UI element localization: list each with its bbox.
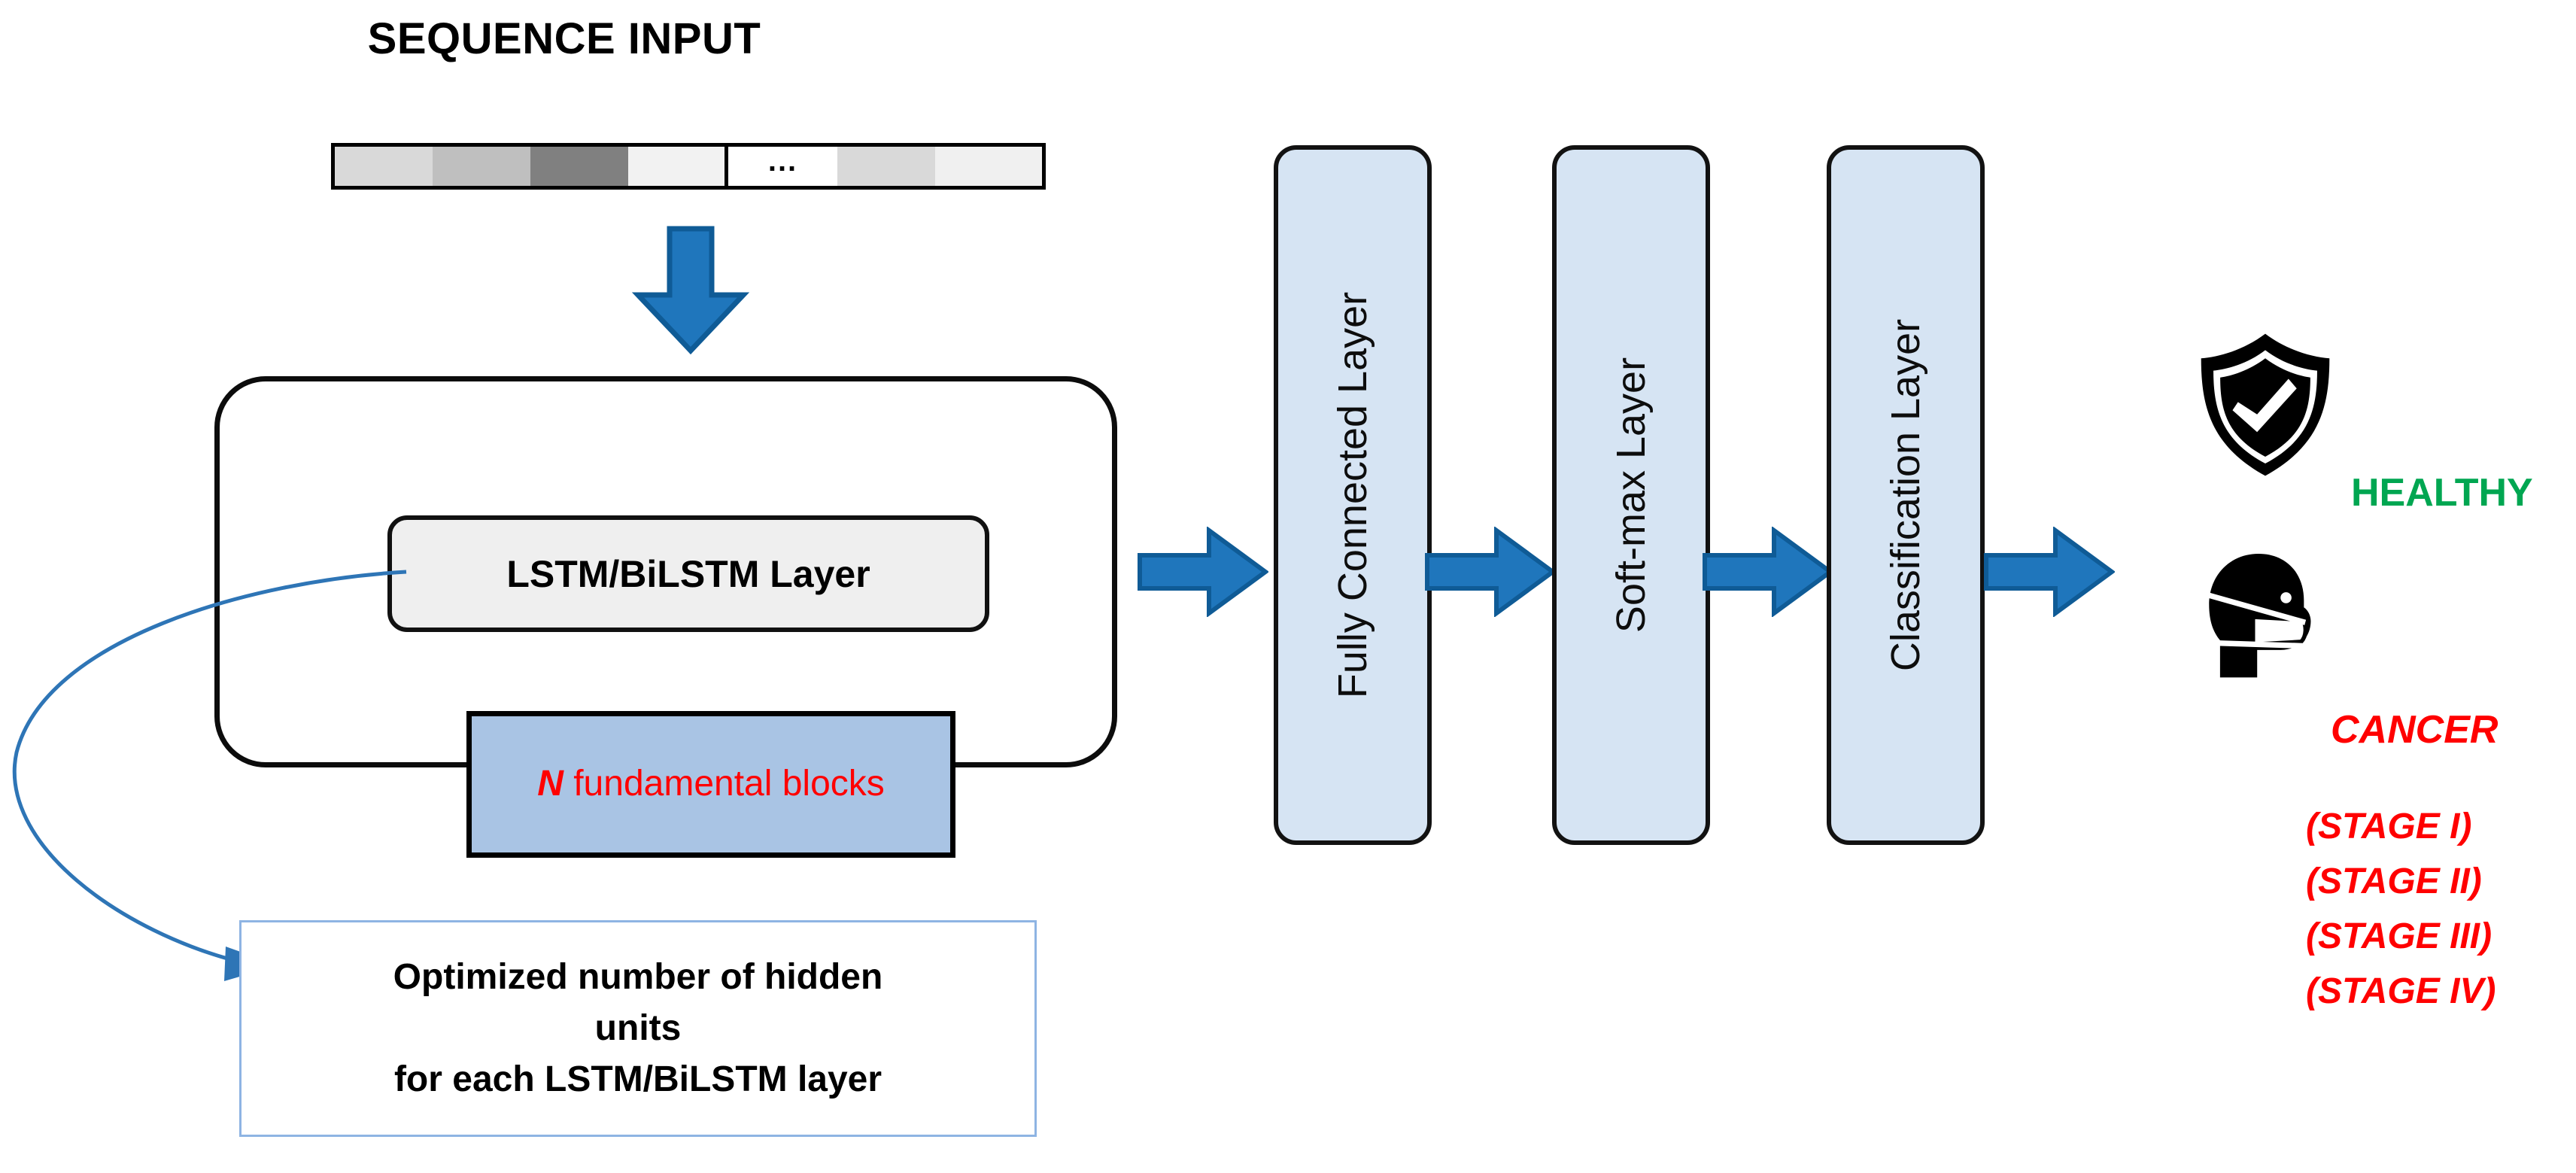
n-fundamental-blocks-suffix: fundamental blocks xyxy=(563,764,885,804)
layer-box-soft-max[interactable]: Soft-max Layer xyxy=(1552,145,1710,845)
optimized-hidden-units-text: Optimized number of hidden units for eac… xyxy=(393,952,883,1105)
n-fundamental-blocks-text: N fundamental blocks xyxy=(537,762,885,807)
arrow-right-icon xyxy=(1424,526,1557,621)
arrow-down-icon xyxy=(630,226,751,359)
masked-person-icon xyxy=(2195,545,2338,692)
lstm-bilstm-layer-label: LSTM/BiLSTM Layer xyxy=(506,552,870,595)
lstm-bilstm-layer-box[interactable]: LSTM/BiLSTM Layer xyxy=(387,515,989,632)
layer-label-fully-connected: Fully Connected Layer xyxy=(1330,291,1376,699)
stage-item: (STAGE II) xyxy=(2306,861,2482,901)
layer-box-fully-connected[interactable]: Fully Connected Layer xyxy=(1274,145,1432,845)
seq-cell-4 xyxy=(628,147,724,186)
optimized-hidden-units-box: Optimized number of hidden units for eac… xyxy=(239,920,1037,1137)
cancer-status-label: CANCER xyxy=(2331,708,2499,752)
cancer-stage-list: (STAGE I) (STAGE II) (STAGE III) (STAGE … xyxy=(2306,800,2496,1020)
stage-item: (STAGE I) xyxy=(2306,807,2472,846)
healthy-status-label: HEALTHY xyxy=(2351,471,2533,515)
layer-label-soft-max: Soft-max Layer xyxy=(1608,357,1654,634)
arrow-right-icon xyxy=(1137,526,1270,621)
layer-label-classification: Classification Layer xyxy=(1883,318,1929,672)
arrow-right-icon xyxy=(1983,526,2116,621)
stage-item: (STAGE III) xyxy=(2306,916,2492,956)
n-fundamental-blocks-box[interactable]: N fundamental blocks xyxy=(466,711,955,858)
arrow-right-icon xyxy=(1702,526,1835,621)
n-symbol: N xyxy=(537,764,564,804)
seq-cell-6 xyxy=(837,147,935,186)
sequence-input-bar: ... xyxy=(331,143,1046,190)
seq-cell-2 xyxy=(433,147,530,186)
layer-box-classification[interactable]: Classification Layer xyxy=(1827,145,1985,845)
seq-cell-1 xyxy=(335,147,433,186)
hint-line-3: for each LSTM/BiLSTM layer xyxy=(393,1059,882,1100)
sequence-input-title: SEQUENCE INPUT xyxy=(367,14,761,63)
seq-cell-7 xyxy=(935,147,1042,186)
stage-item: (STAGE IV) xyxy=(2306,971,2496,1011)
seq-cell-ellipsis: ... xyxy=(724,144,837,186)
shield-check-icon xyxy=(2197,331,2334,482)
hint-line-2: units xyxy=(594,1007,682,1048)
hint-line-1: Optimized number of hidden xyxy=(393,956,883,997)
seq-cell-3 xyxy=(530,147,628,186)
